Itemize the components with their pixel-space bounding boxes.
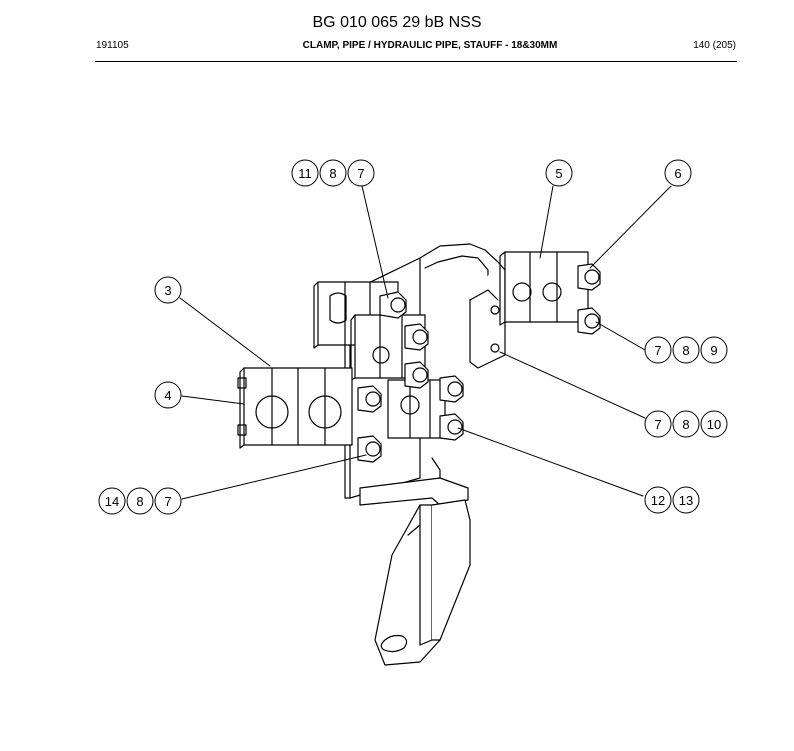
callout-3: 3 (164, 283, 171, 298)
date-code: 191105 (96, 40, 129, 51)
document-title: BG 010 065 29 bB NSS (312, 14, 482, 31)
callout-labels: 11 8 7 5 6 3 4 7 8 9 7 8 10 12 13 14 8 7 (105, 166, 721, 509)
callout-7: 7 (164, 494, 171, 509)
callout-12: 12 (651, 493, 665, 508)
callout-10: 10 (707, 417, 721, 432)
callout-8: 8 (682, 343, 689, 358)
callout-7: 7 (654, 417, 661, 432)
callout-7: 7 (357, 166, 364, 181)
callout-7: 7 (654, 343, 661, 358)
clamp-large-30mm (237, 367, 353, 449)
callout-8: 8 (329, 166, 336, 181)
clamp-lower-right (387, 379, 446, 439)
part-description: CLAMP, PIPE / HYDRAULIC PIPE, STAUFF - 1… (302, 40, 558, 51)
callout-4: 4 (164, 388, 171, 403)
callout-9: 9 (710, 343, 717, 358)
callout-8: 8 (682, 417, 689, 432)
callout-8: 8 (136, 494, 143, 509)
callout-6: 6 (674, 166, 681, 181)
callout-11: 11 (298, 166, 312, 181)
callout-13: 13 (679, 493, 693, 508)
header-rule (95, 61, 737, 62)
leader-lines (179, 185, 672, 500)
callout-balloons (98, 159, 728, 515)
page-reference: 140 (205) (693, 40, 736, 51)
callout-5: 5 (555, 166, 562, 181)
clamp-right-top (499, 251, 589, 326)
callout-14: 14 (105, 494, 119, 509)
bolt-set (357, 263, 601, 463)
